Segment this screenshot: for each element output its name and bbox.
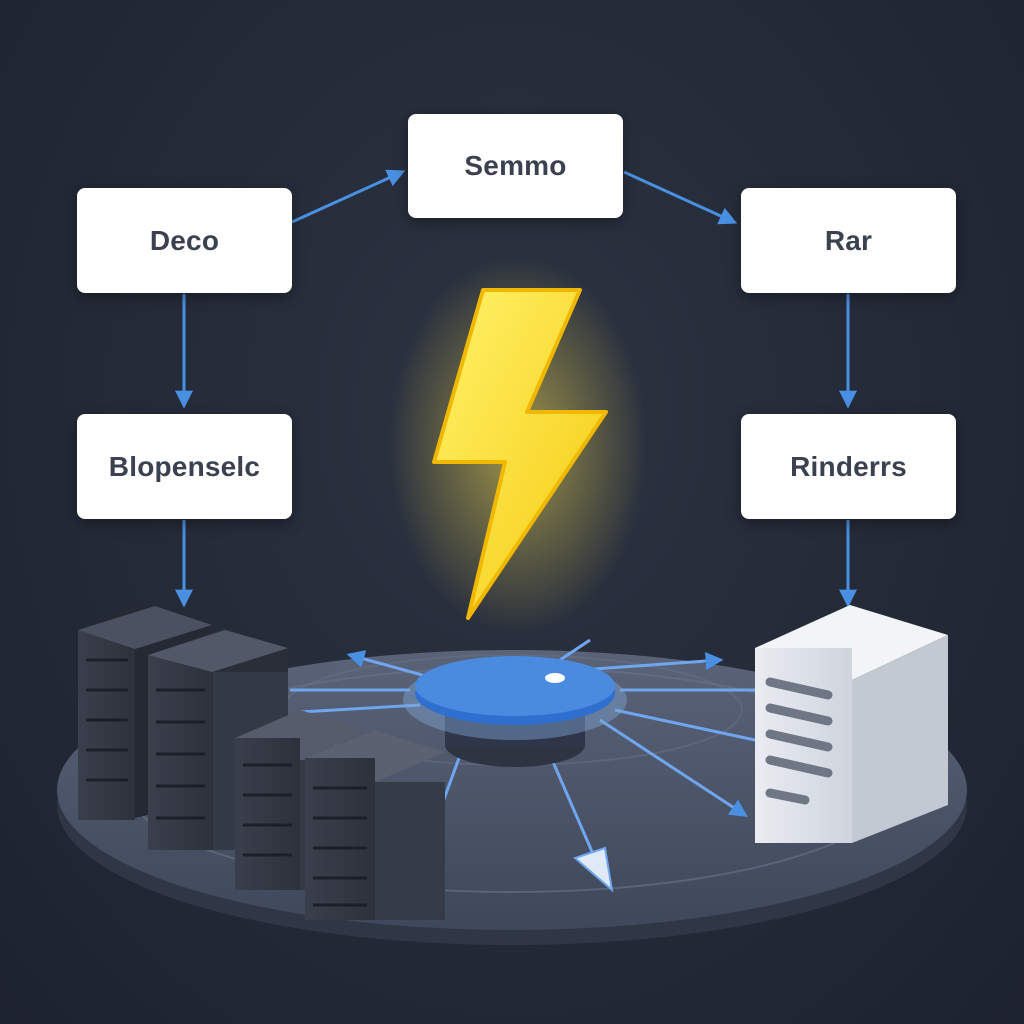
lightning-bolt-icon [388, 255, 648, 635]
node-blopenselc: Blopenselc [77, 414, 292, 519]
server-rack-icon [78, 603, 445, 920]
node-label: Rinderrs [790, 450, 907, 482]
arrow-deco-to-semmo [291, 169, 406, 224]
node-rar: Rar [741, 188, 956, 293]
hub-icon [403, 656, 627, 767]
flow-arrows [175, 169, 857, 608]
node-label: Semmo [464, 150, 567, 181]
node-rinderrs: Rinderrs [741, 414, 956, 519]
node-label: Blopenselc [108, 450, 261, 482]
node-label: Rar [824, 224, 873, 256]
storage-server-icon [755, 605, 948, 843]
spoke-arrowhead-large [573, 846, 614, 893]
node-label: Deco [149, 224, 220, 256]
node-deco: Deco [77, 188, 292, 293]
node-semmo: Semmo [408, 114, 623, 218]
arrow-semmo-to-rar [623, 170, 738, 225]
